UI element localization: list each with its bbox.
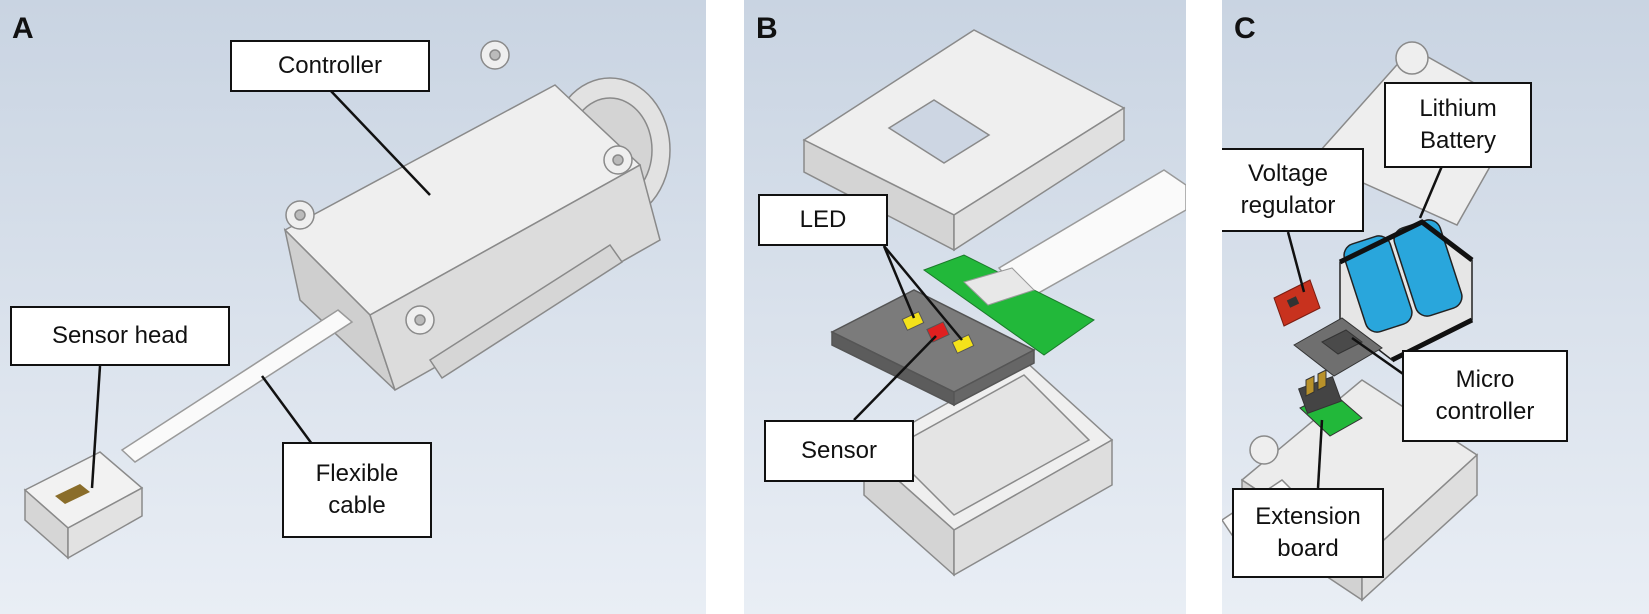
controller-callout: Controller (230, 40, 430, 92)
microcontroller-shape (1293, 317, 1383, 377)
panel-c: C Lithium Battery Voltage regulator Micr… (1222, 0, 1649, 614)
micro-controller-callout: Micro controller (1402, 350, 1568, 442)
sensor-callout: Sensor (764, 420, 914, 482)
panel-c-letter: C (1234, 12, 1256, 45)
voltage-regulator-shape (1273, 279, 1321, 327)
sensor-head-shape (23, 451, 144, 560)
panel-b-letter: B (756, 12, 778, 45)
controller-enclosure (283, 40, 671, 392)
panel-a: A Controller Sensor head Flexible cable (0, 0, 706, 614)
flexible-cable-shape (120, 309, 354, 463)
battery-cell-left-shape (1343, 235, 1413, 333)
extension-board-callout: Extension board (1232, 488, 1384, 578)
panel-a-leader-lines (90, 89, 431, 489)
lithium-battery-callout: Lithium Battery (1384, 82, 1532, 168)
battery-holder-shape (1338, 219, 1474, 363)
sensor-chip-shape (926, 321, 950, 343)
led-left-shape (901, 311, 925, 331)
pcb-shape (922, 254, 1095, 356)
led-callout: LED (758, 194, 888, 246)
panel-a-letter: A (12, 12, 34, 45)
sensor-head-callout: Sensor head (10, 306, 230, 366)
panel-b-illustration (744, 0, 1186, 614)
flexible-cable-callout: Flexible cable (282, 442, 432, 538)
panel-b: B LED Sensor (744, 0, 1186, 614)
panel-b-leader-lines (853, 245, 963, 421)
extension-board-shape (1297, 369, 1363, 437)
voltage-regulator-callout: Voltage regulator (1222, 148, 1364, 232)
panel-c-leader-lines (1286, 165, 1444, 489)
